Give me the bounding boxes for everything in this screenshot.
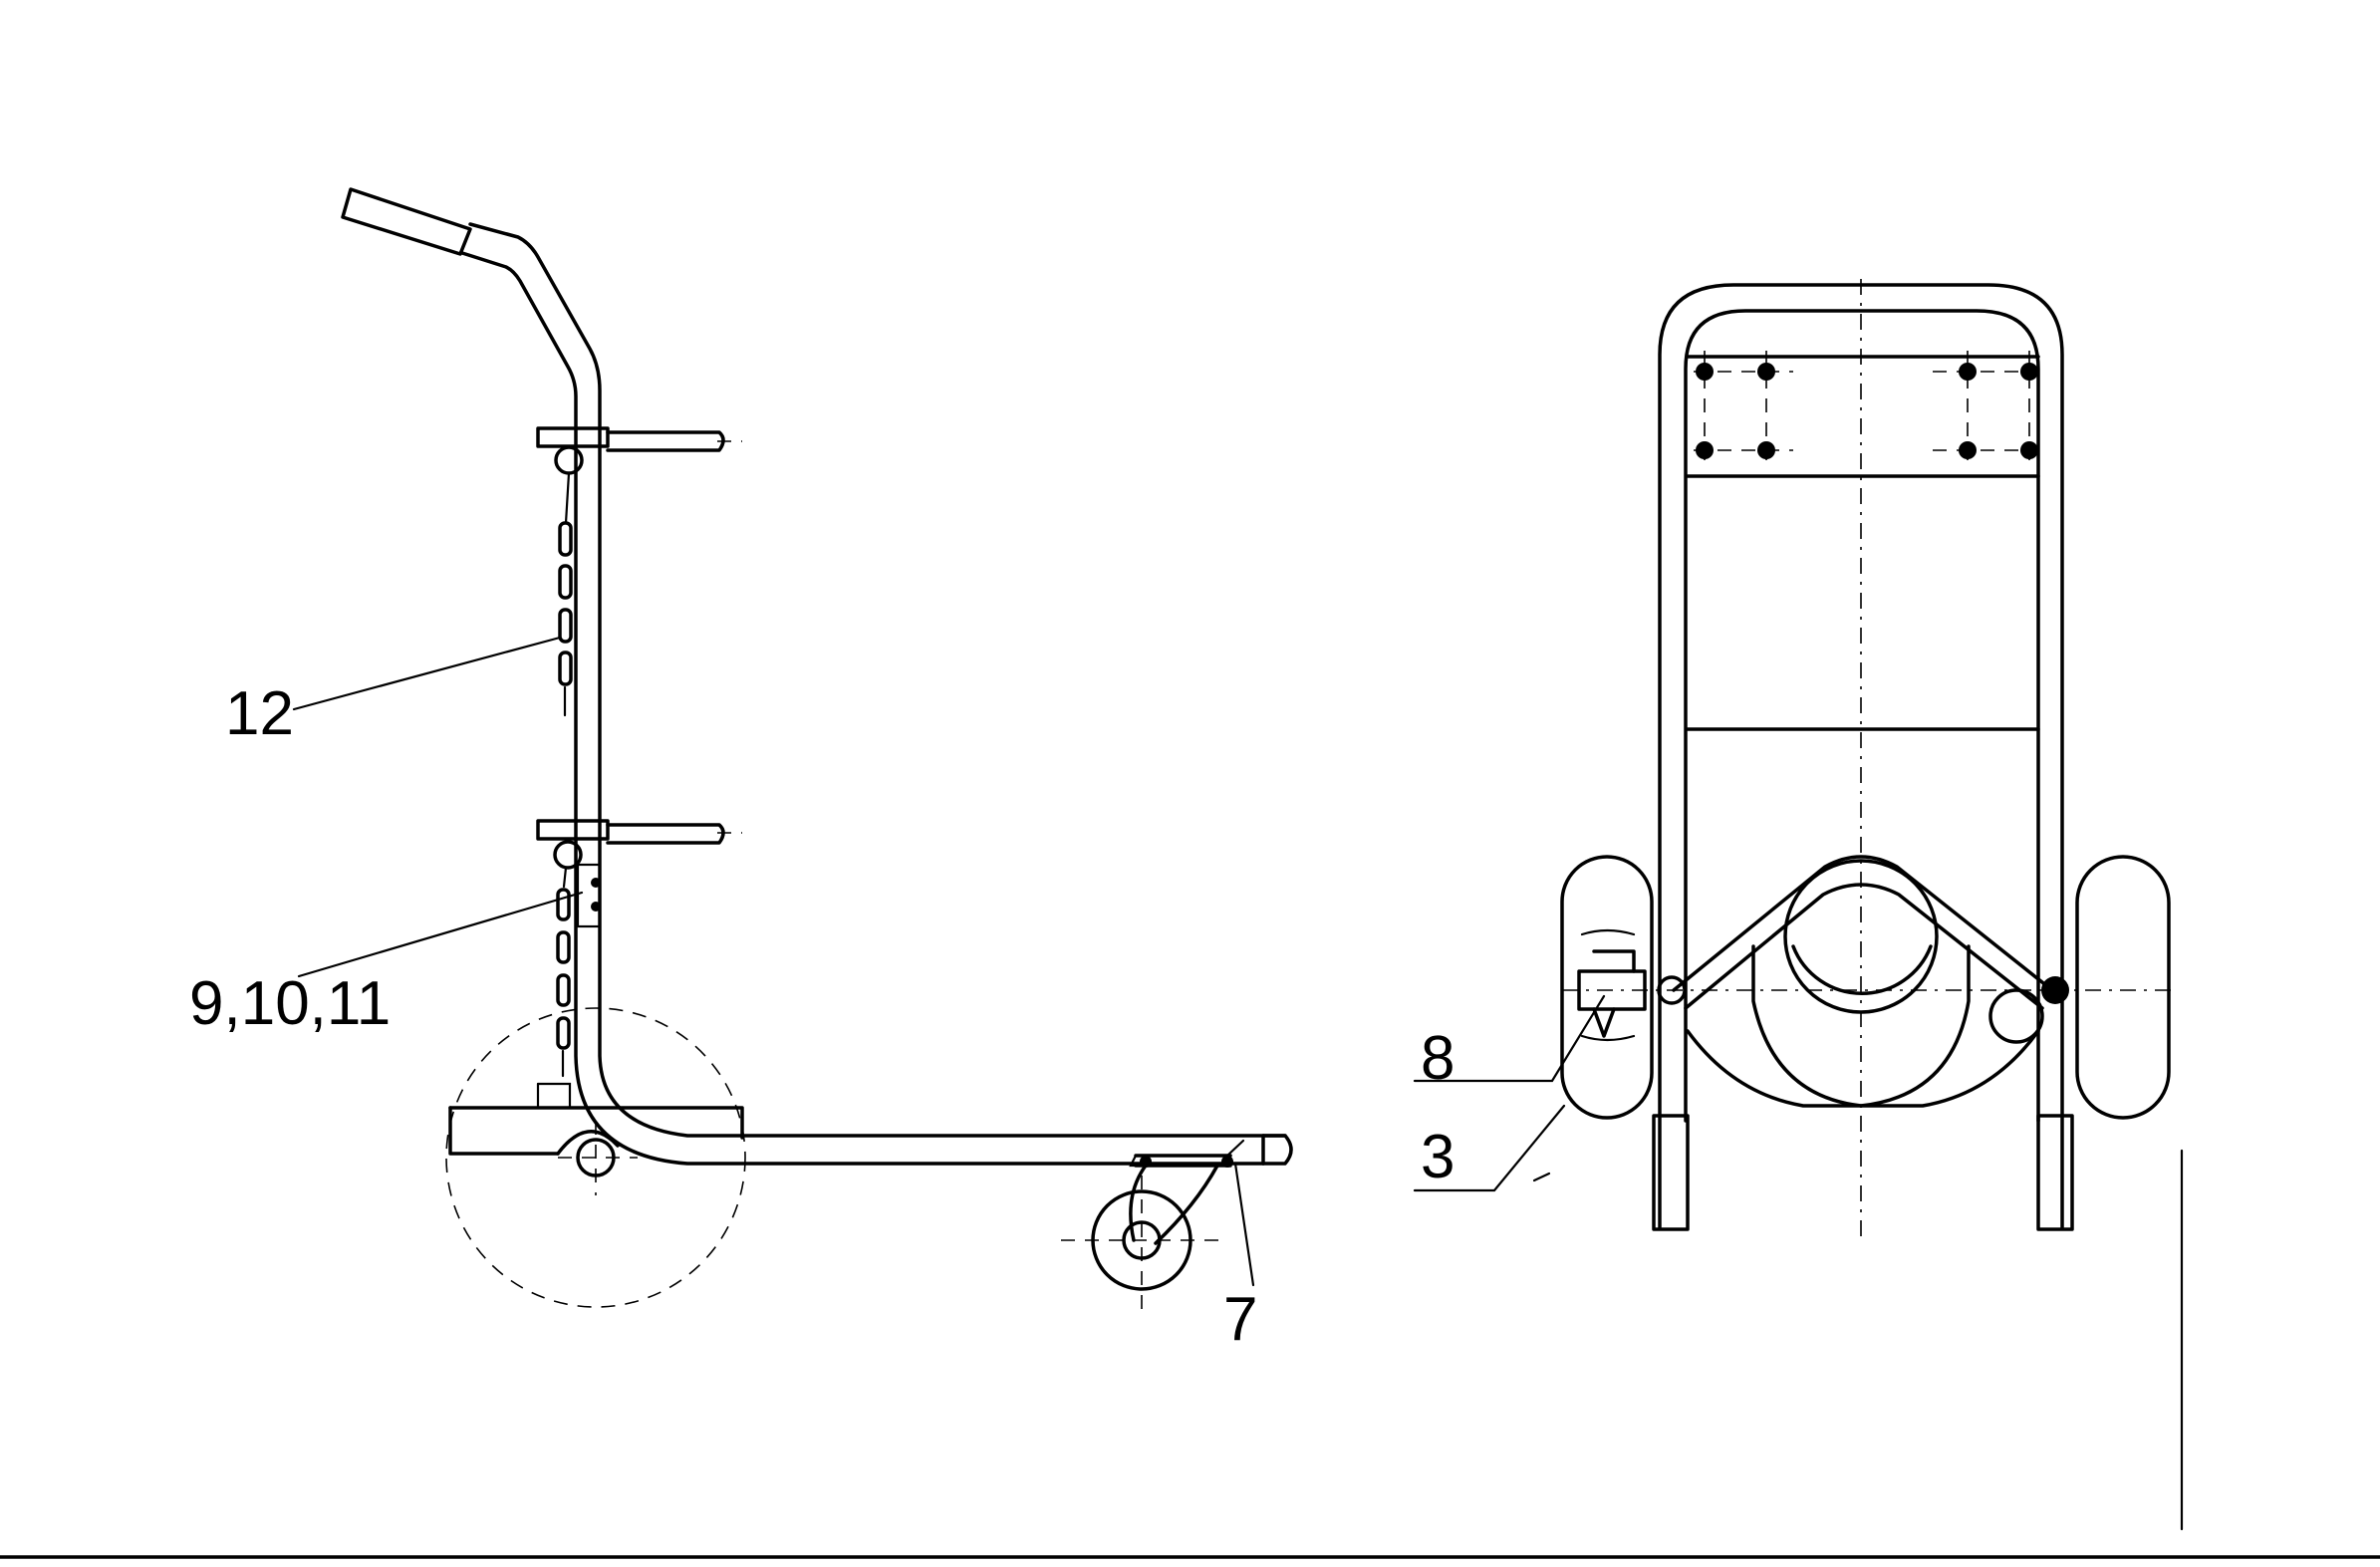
screw-holes	[576, 863, 602, 928]
side-view	[292, 187, 1293, 1315]
caster-wheel	[1061, 1139, 1245, 1315]
left-wheel	[1560, 855, 1687, 1120]
front-view	[1413, 279, 2184, 1531]
callout-8: 8	[1421, 1024, 1454, 1093]
callout-9-10-11: 9,10,11	[189, 969, 391, 1038]
lower-chain	[553, 840, 583, 1078]
base-drum	[1686, 859, 2044, 1108]
handle-grip	[341, 187, 472, 256]
base-plate	[448, 1082, 744, 1195]
front-frame	[1652, 283, 2074, 1231]
middle-bracket	[536, 819, 742, 845]
v-bar	[1672, 855, 2069, 1010]
callout-7: 7	[1223, 1285, 1257, 1354]
callout-12: 12	[225, 679, 294, 748]
main-frame-tube	[460, 222, 1293, 1166]
right-wheel	[2075, 855, 2171, 1120]
upper-chain	[554, 445, 584, 717]
rear-wheel-outline	[445, 1007, 746, 1308]
callout-3: 3	[1421, 1123, 1454, 1191]
top-panel	[1686, 351, 2040, 731]
